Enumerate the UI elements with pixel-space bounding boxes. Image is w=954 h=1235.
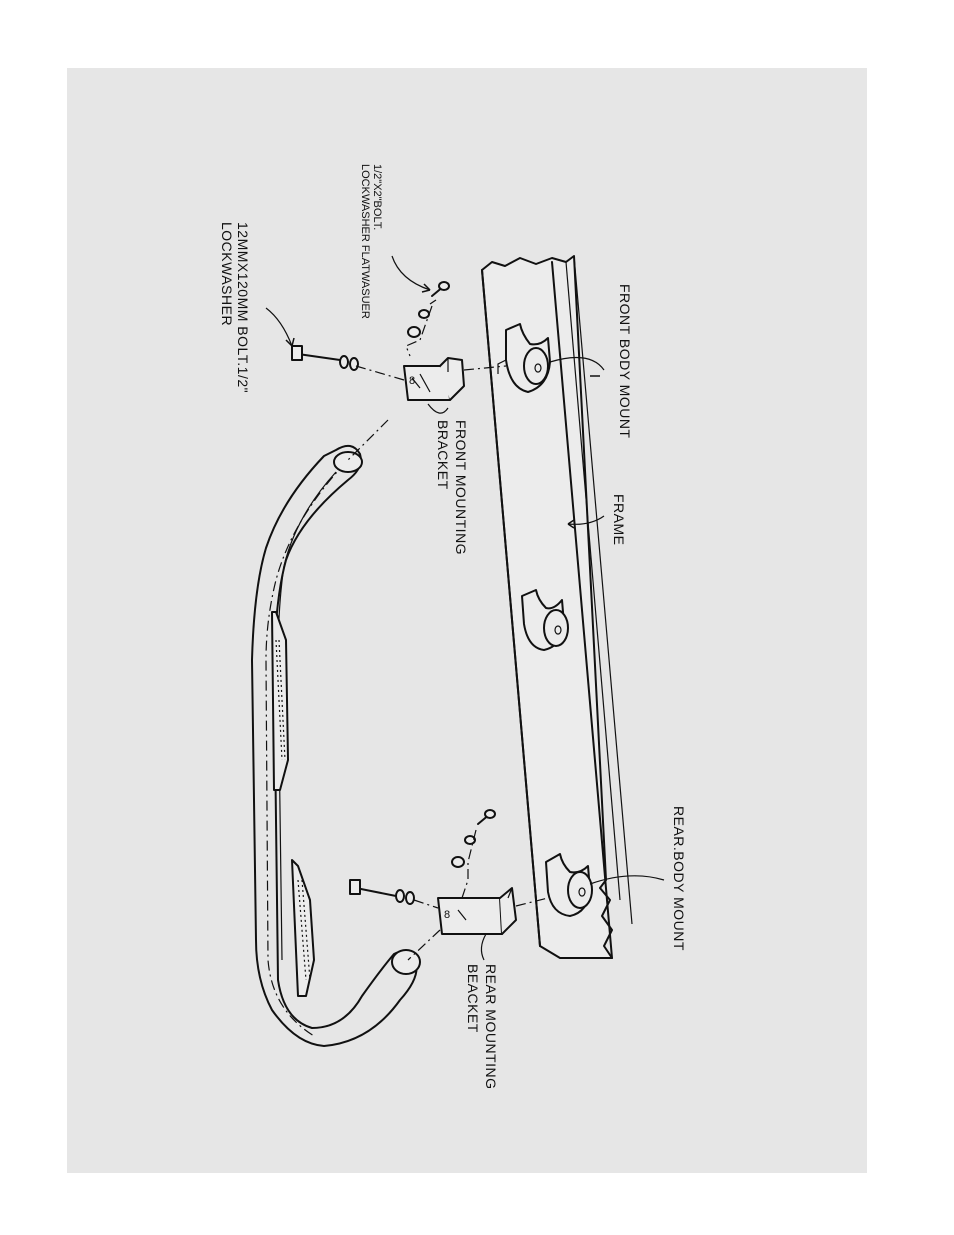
step-bar	[251, 444, 421, 1047]
rear-body-mount	[545, 853, 593, 917]
label-frame: FRAME	[611, 494, 627, 546]
label-small-bolt-line1: 1/2"X2"BOLT.	[371, 164, 383, 230]
label-rear-bracket-line1: REAR MOUNTING	[483, 964, 499, 1090]
label-front-body-mount: FRONT BODY MOUNT	[617, 284, 633, 439]
label-big-bolt-line1: 12MMX120MM BOLT.1/2"	[235, 222, 251, 393]
label-small-bolt-line2: LOCKWASHER FLATWASUER	[359, 164, 371, 319]
label-rear-bracket-line2: BEACKET	[465, 964, 481, 1033]
svg-text:8: 8	[409, 375, 415, 387]
label-front-bracket-line2: BRACKET	[435, 420, 451, 490]
rear-hardware	[349, 809, 549, 961]
svg-text:8: 8	[444, 909, 450, 921]
front-mounting-bracket: 8	[403, 357, 465, 401]
label-rear-body-mount: REAR.BODY MOUNT	[671, 806, 687, 951]
label-big-bolt-line2: LOCKWASHER	[219, 222, 235, 326]
leader-lines	[265, 255, 665, 961]
rear-mounting-bracket: 8	[437, 887, 517, 935]
frame-rail	[481, 255, 633, 959]
label-front-bracket-line1: FRONT MOUNTING	[453, 420, 469, 555]
front-hardware	[291, 281, 507, 461]
labels: FRONT BODY MOUNT FRAME REAR.BODY MOUNT F…	[219, 164, 687, 1090]
center-body-mount	[521, 589, 569, 651]
scanned-page	[67, 68, 867, 1173]
front-body-mount	[497, 323, 551, 393]
